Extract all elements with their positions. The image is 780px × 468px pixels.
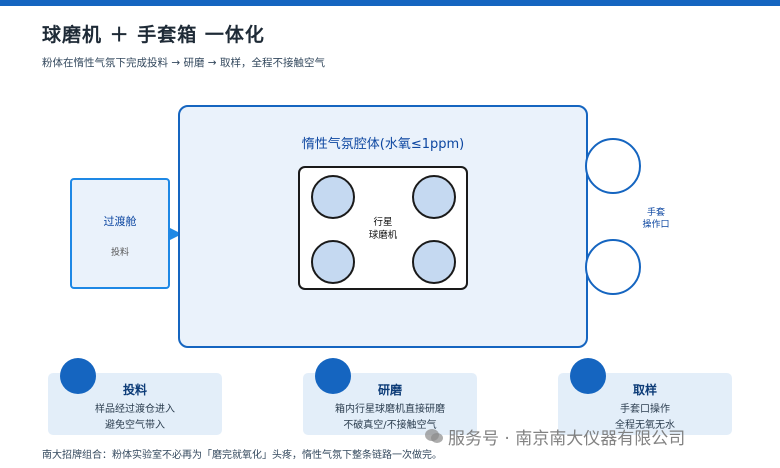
mill-label-line2: 球磨机 <box>368 230 398 241</box>
antechamber-sublabel: 投料 <box>110 248 129 258</box>
step-title: 研磨 <box>377 383 402 397</box>
step-marker-sampling <box>570 358 606 394</box>
page-title: 球磨机 ＋ 手套箱 一体化 <box>42 24 265 46</box>
step-card-sampling: 取样 手套口操作 全程无氧无水 <box>558 373 732 435</box>
step-line: 箱内行星球磨机直接研磨 <box>335 404 445 415</box>
watermark: 服务号 · 南京南大仪器有限公司 <box>448 429 686 449</box>
glove-port-label-line1: 手套 <box>646 208 665 218</box>
grinding-jar-icon <box>412 175 456 219</box>
glove-port-upper <box>585 138 641 194</box>
step-marker-grinding <box>315 358 351 394</box>
antechamber-label: 过渡舱 <box>103 215 137 228</box>
wechat-icon <box>425 429 443 443</box>
mill-label-line1: 行星 <box>373 217 393 228</box>
step-line: 手套口操作 <box>620 404 670 415</box>
top-accent-bar <box>0 0 780 6</box>
step-line: 样品经过渡仓进入 <box>95 404 175 415</box>
antechamber: 过渡舱 投料 <box>70 178 170 289</box>
glove-port-label-line2: 操作口 <box>642 220 670 230</box>
glove-port-label: 手套 操作口 <box>632 207 680 231</box>
grinding-jar-icon <box>412 240 456 284</box>
step-line: 避免空气带入 <box>105 420 165 431</box>
mill-label: 行星 球磨机 <box>300 216 466 242</box>
chamber-title: 惰性气氛腔体(水氧≤1ppm) <box>301 137 465 152</box>
page-subtitle: 粉体在惰性气氛下完成投料 → 研磨 → 取样，全程不接触空气 <box>42 57 325 69</box>
footer-note: 南大招牌组合：粉体实验室不必再为「磨完就氧化」头疼，惰性气氛下整条链路一次做完。 <box>42 450 442 461</box>
step-line: 全程无氧无水 <box>615 420 675 431</box>
grinding-jar-icon <box>311 240 355 284</box>
step-title: 投料 <box>122 383 147 397</box>
step-title: 取样 <box>632 383 657 397</box>
glove-port-lower <box>585 239 641 295</box>
step-marker-loading <box>60 358 96 394</box>
planetary-ball-mill: 行星 球磨机 <box>298 166 468 290</box>
step-line: 不破真空/不接触空气 <box>343 420 437 431</box>
grinding-jar-icon <box>311 175 355 219</box>
